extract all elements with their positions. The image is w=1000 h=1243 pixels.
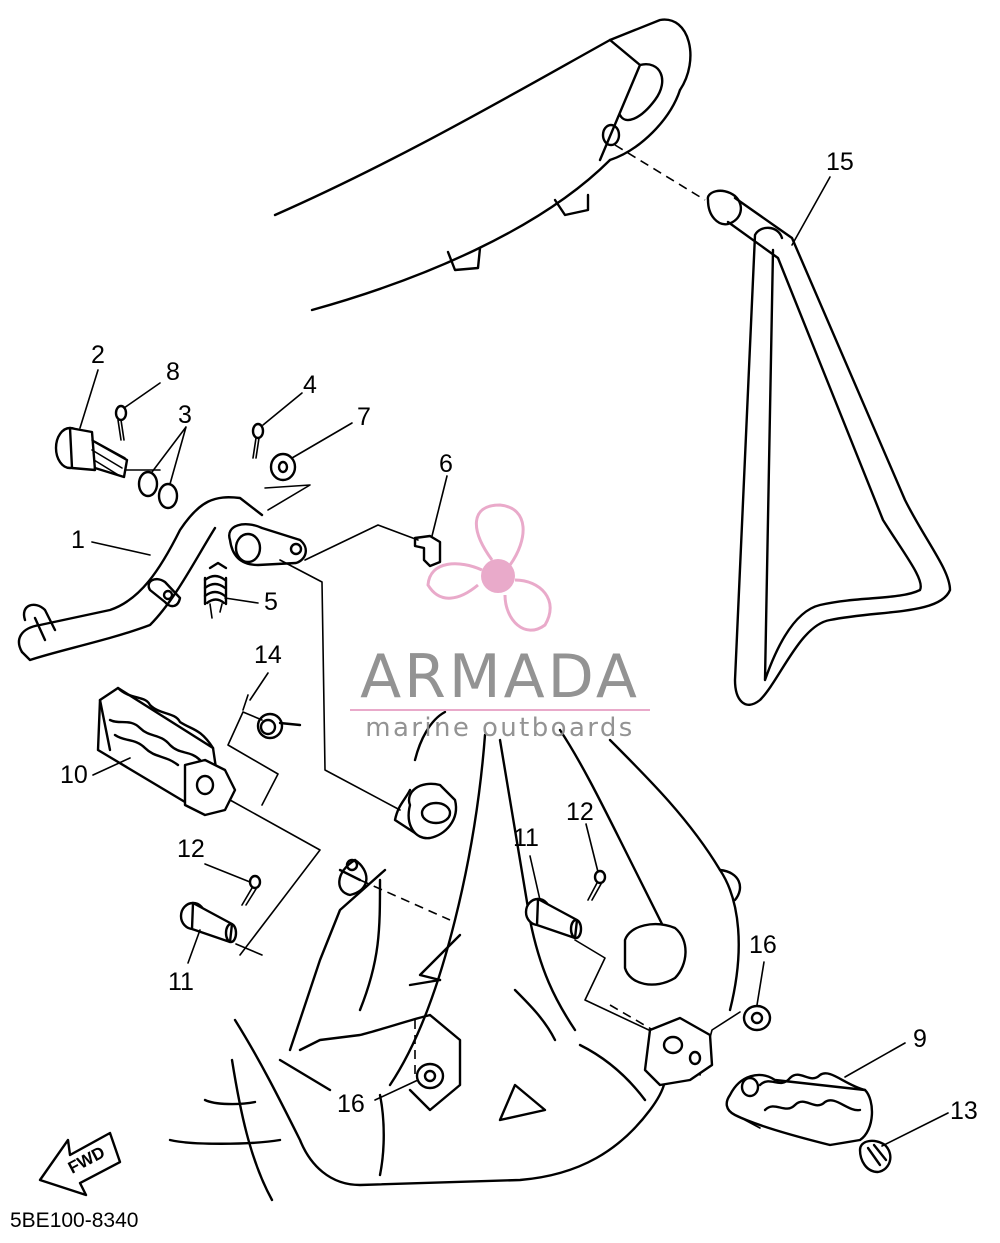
part-3-o-rings xyxy=(137,470,179,510)
part-16-collar-left xyxy=(415,1062,445,1090)
part-10-footrest-left xyxy=(96,686,237,817)
frame-outline xyxy=(168,710,742,1202)
callout-11-left: 11 xyxy=(168,968,194,996)
callout-12-left: 12 xyxy=(177,835,205,863)
part-6-pin xyxy=(413,534,442,568)
part-16-collar-right xyxy=(742,1004,772,1032)
drawing-code: 5BE100-8340 xyxy=(10,1209,138,1232)
part-13-clip xyxy=(858,1139,892,1174)
callout-10: 10 xyxy=(60,761,88,789)
part-4-cotter-pin xyxy=(251,422,265,459)
part-12-cotter-pin-left xyxy=(241,874,262,906)
part-15-stand xyxy=(614,144,952,706)
callout-2: 2 xyxy=(91,341,105,369)
callout-8: 8 xyxy=(166,358,180,386)
leader-lines xyxy=(79,176,949,1147)
callout-labels: 1 2 3 4 5 6 7 8 9 10 11 11 12 12 13 14 1… xyxy=(60,148,978,1125)
callout-13: 13 xyxy=(950,1097,978,1125)
callout-14: 14 xyxy=(254,641,282,669)
part-7-washer xyxy=(269,452,297,482)
part-1-brake-pedal xyxy=(17,496,307,662)
watermark: ARMADA marine outboards xyxy=(350,503,650,743)
callout-3: 3 xyxy=(178,401,192,429)
watermark-tagline: marine outboards xyxy=(365,713,635,743)
propeller-icon xyxy=(426,503,552,632)
callout-12-right: 12 xyxy=(566,798,594,826)
part-14-spring xyxy=(227,694,302,806)
callout-4: 4 xyxy=(303,371,317,399)
part-12-cotter-pin-right xyxy=(587,869,607,901)
callout-5: 5 xyxy=(264,588,278,616)
footrest-bracket-right xyxy=(643,1016,714,1087)
assembly-lines-upper xyxy=(124,469,419,811)
callout-9: 9 xyxy=(913,1025,927,1053)
fwd-arrow: FWD xyxy=(38,1131,122,1197)
part-9-footrest-right xyxy=(725,1072,874,1147)
callout-15: 15 xyxy=(826,148,854,176)
callout-1: 1 xyxy=(71,526,85,554)
part-5-spring xyxy=(203,561,228,619)
watermark-brand: ARMADA xyxy=(360,642,640,712)
callout-11-right: 11 xyxy=(513,824,539,852)
callout-6: 6 xyxy=(439,450,453,478)
callout-16-right: 16 xyxy=(749,931,777,959)
part-8-cotter-pin xyxy=(114,404,128,441)
part-2-pivot-bolt xyxy=(54,426,129,479)
part-11-pin-left xyxy=(179,901,238,944)
callout-7: 7 xyxy=(357,403,371,431)
callout-16-left: 16 xyxy=(337,1090,365,1118)
seat-outline xyxy=(273,18,692,312)
part-11-pin-right xyxy=(524,897,583,940)
